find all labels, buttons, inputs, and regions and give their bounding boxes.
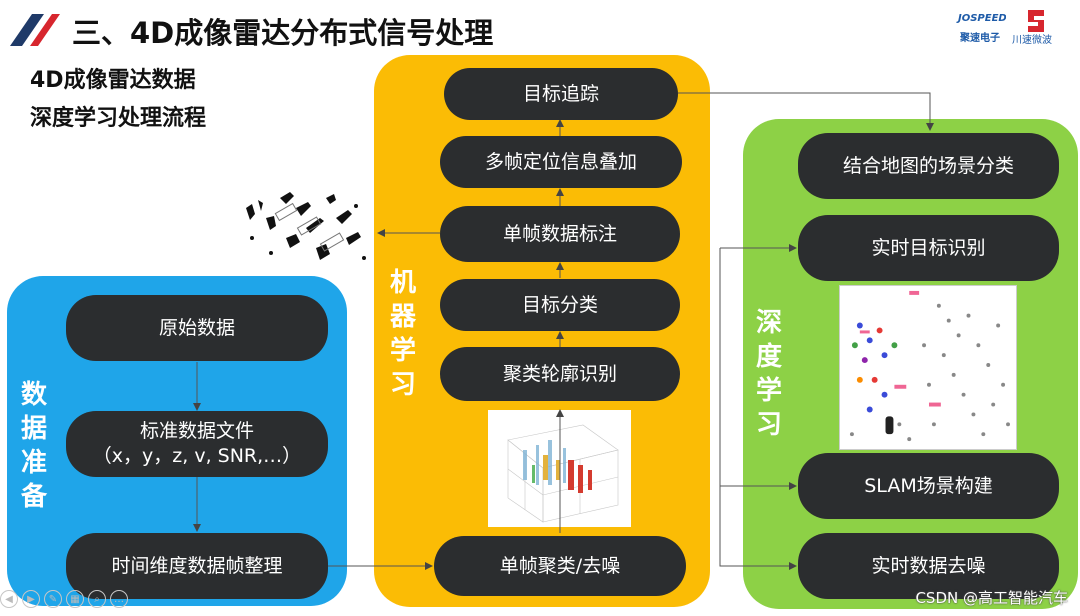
grid-icon[interactable]: ▦ (66, 590, 84, 608)
single-annotation-label: 单帧数据标注 (502, 222, 617, 245)
target-tracking-label: 目标追踪 (522, 82, 599, 105)
data-prep-label: 数据准备 (20, 380, 47, 512)
prev-slide-icon[interactable]: ◀ (0, 590, 18, 608)
realtime-recognition-node: 实时目标识别 (798, 215, 1059, 281)
chuansu-logo: 川速微波 (1012, 10, 1052, 46)
page-title: 三、4D成像雷达分布式信号处理 (72, 16, 494, 50)
standard-file-title: 标准数据文件 (139, 420, 254, 442)
raw-data-node: 原始数据 (66, 295, 328, 361)
realtime-denoise-node: 实时数据去噪 (798, 533, 1059, 599)
single-cluster-node: 单帧聚类/去噪 (434, 536, 686, 596)
multi-frame-label: 多帧定位信息叠加 (484, 150, 637, 173)
more-icon[interactable]: … (110, 590, 128, 608)
single-annotation-node: 单帧数据标注 (440, 206, 680, 262)
zoom-icon[interactable]: ⌕ (88, 590, 106, 608)
target-classification-label: 目标分类 (521, 293, 598, 316)
machine-learning-label: 机器学习 (389, 268, 416, 400)
deep-learning-label: 深度学习 (755, 308, 782, 440)
scene-classification-node: 结合地图的场景分类 (798, 133, 1059, 199)
pen-icon[interactable]: ✎ (44, 590, 62, 608)
raw-data-label: 原始数据 (158, 316, 235, 339)
jospeed-logo: JOSPEED 聚速电子 (956, 13, 1006, 44)
next-slide-icon[interactable]: ▶ (22, 590, 40, 608)
watermark: CSDN @高工智能汽车 (915, 589, 1068, 607)
standard-file-node: 标准数据文件 （x，y，z, v, SNR,…） (66, 411, 328, 477)
multi-frame-node: 多帧定位信息叠加 (440, 136, 682, 188)
single-cluster-label: 单帧聚类/去噪 (499, 554, 621, 577)
time-frame-label: 时间维度数据帧整理 (111, 554, 283, 577)
time-frame-node: 时间维度数据帧整理 (66, 533, 328, 599)
realtime-denoise-label: 实时数据去噪 (871, 554, 986, 577)
brand-left-top: JOSPEED (956, 13, 1006, 24)
point-cloud-image (246, 192, 366, 260)
realtime-recognition-label: 实时目标识别 (871, 236, 986, 259)
slam-scene-image (839, 285, 1017, 450)
cluster-contour-label: 聚类轮廓识别 (502, 362, 617, 385)
subtitle-line1: 4D成像雷达数据 (30, 68, 196, 93)
slam-label: SLAM场景构建 (864, 474, 993, 497)
cluster-contour-node: 聚类轮廓识别 (440, 347, 680, 401)
standard-file-fields: （x，y，z, v, SNR,…） (92, 445, 302, 467)
subtitle-line2: 深度学习处理流程 (30, 106, 207, 131)
brand-left-bottom: 聚速电子 (959, 31, 1000, 44)
scene-classification-label: 结合地图的场景分类 (842, 154, 1014, 177)
slam-node: SLAM场景构建 (798, 453, 1059, 519)
brand-right-bottom: 川速微波 (1012, 33, 1052, 46)
header-stripes-logo (10, 14, 60, 46)
target-tracking-node: 目标追踪 (444, 68, 678, 120)
target-classification-node: 目标分类 (440, 279, 680, 331)
slide-toolbar: ◀ ▶ ✎ ▦ ⌕ … (0, 590, 128, 614)
